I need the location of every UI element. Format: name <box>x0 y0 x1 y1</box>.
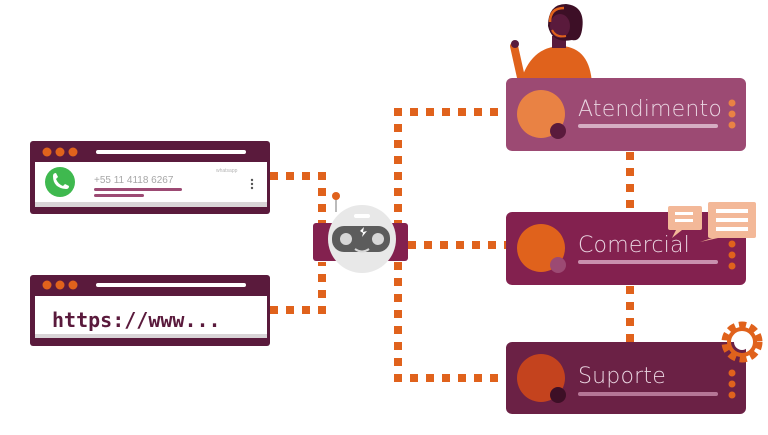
card-avatar-badge <box>550 123 566 139</box>
bot-visor <box>354 214 370 218</box>
window-dot <box>55 147 65 157</box>
card-underline <box>578 260 718 264</box>
title-bar-line <box>96 150 246 154</box>
phone-line <box>94 194 144 197</box>
connector-bot-to-atendimento <box>394 108 506 228</box>
phone-handset-glyph <box>53 173 69 189</box>
phone-icon <box>45 167 75 197</box>
chat-bubble-small <box>668 206 702 230</box>
department-label: Suporte <box>578 364 666 389</box>
card-dot <box>728 99 736 107</box>
card-background <box>506 212 746 285</box>
chatbot-robot-icon <box>313 192 408 273</box>
card-dot <box>728 262 736 270</box>
phone-widget: +55 11 4118 6267 whatsapp <box>30 141 270 214</box>
phone-number: +55 11 4118 6267 <box>94 175 174 186</box>
card-dot <box>728 110 736 118</box>
department-label: Atendimento <box>578 97 722 122</box>
agent-face <box>550 14 570 38</box>
card-dot <box>728 380 736 388</box>
web-widget: https://www... <box>30 275 270 346</box>
phone-widget-footer <box>35 202 267 207</box>
agent-with-headset-icon <box>510 4 592 86</box>
phone-line <box>94 188 182 191</box>
card-dot <box>728 391 736 399</box>
bot-spark <box>360 227 367 237</box>
window-dot <box>55 280 65 290</box>
url-text[interactable]: https://www... <box>52 308 221 332</box>
kebab-menu-icon[interactable] <box>250 178 254 190</box>
antenna-tip <box>332 192 340 200</box>
chat-bubbles-icon <box>668 202 756 242</box>
web-widget-body <box>35 296 267 338</box>
bot-smile <box>354 248 370 253</box>
card-avatar-badge <box>550 387 566 403</box>
agent-hand <box>511 40 519 48</box>
connector-web-to-bot <box>270 262 326 314</box>
window-dot <box>68 147 78 157</box>
window-dot <box>42 280 52 290</box>
department-card-suporte[interactable]: Suporte <box>506 342 746 414</box>
card-dot <box>728 121 736 129</box>
headset-band <box>548 6 565 23</box>
department-label: Comercial <box>578 233 690 258</box>
phone-tag: whatsapp <box>216 168 238 174</box>
connector-bot-to-suporte <box>394 262 506 382</box>
card-dot <box>728 369 736 377</box>
bot-eye <box>340 233 352 245</box>
window-dot <box>68 280 78 290</box>
card-background <box>506 78 746 151</box>
connectors <box>270 108 634 382</box>
agent-torso <box>520 46 592 84</box>
title-bar-line <box>96 283 246 287</box>
bot-eye <box>372 233 384 245</box>
department-card-atendimento[interactable]: Atendimento <box>506 78 746 151</box>
headset-mic <box>551 29 567 38</box>
window-dot <box>42 147 52 157</box>
web-widget-footer <box>35 334 267 338</box>
card-underline <box>578 392 718 396</box>
bot-face <box>332 226 390 252</box>
card-dot <box>728 240 736 248</box>
connector-phone-to-bot <box>270 172 326 228</box>
agent-arm <box>510 42 526 86</box>
card-underline <box>578 124 718 128</box>
department-card-comercial[interactable]: Comercial <box>506 212 746 285</box>
gear-icon <box>721 321 763 363</box>
card-avatar-badge <box>550 257 566 273</box>
card-dot <box>728 251 736 259</box>
